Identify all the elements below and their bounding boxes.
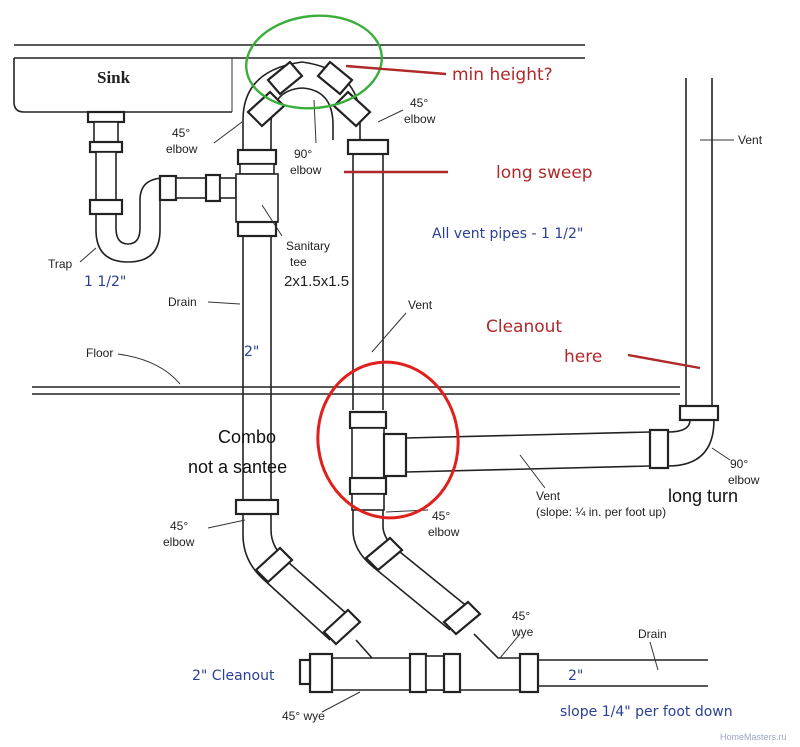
combo-note-a: Combo <box>218 427 276 447</box>
trap-label: Trap <box>48 257 73 271</box>
sink-tailpiece <box>86 110 126 201</box>
drain-upper-label: Drain <box>168 295 197 309</box>
cleanout-line <box>627 353 701 370</box>
cleanout-2in-note: 2" Cleanout <box>192 668 275 684</box>
long-sweep-note: long sweep <box>496 163 593 183</box>
wye45-right-label: 45° <box>512 609 530 623</box>
vent-slope-label: Vent <box>536 489 561 503</box>
all-vent-pipes-note: All vent pipes - 1 1/2" <box>432 226 583 242</box>
trap-size-note: 1 1/2" <box>84 274 126 290</box>
vent-slope-label-b: (slope: ¼ in. per foot up) <box>536 505 666 519</box>
elbow45-lower-left-label-b: elbow <box>163 535 195 549</box>
annotation-marks <box>245 14 701 520</box>
drain-right-label: Drain <box>638 627 667 641</box>
sink-label: Sink <box>97 68 131 87</box>
cleanout-note-b: here <box>564 347 602 367</box>
elbow45-lower-mid-label-b: elbow <box>428 525 460 539</box>
lower-left-branch <box>242 514 362 646</box>
drain-size-right-note: 2" <box>568 668 583 684</box>
green-circle <box>245 14 383 110</box>
elbow45-left-label-b: elbow <box>166 142 198 156</box>
wye45-bottom-label: 45° wye <box>282 709 325 723</box>
elbow90-top-label-b: elbow <box>290 163 322 177</box>
slope-down-note: slope 1/4" per foot down <box>560 704 733 720</box>
combo-note-b: not a santee <box>188 457 287 477</box>
min-height-line <box>345 64 447 76</box>
elbow90-top-label: 90° <box>294 147 312 161</box>
long-turn-note: long turn <box>668 486 738 506</box>
vent-right-label: Vent <box>738 133 763 147</box>
sanitary-tee-label-b: tee <box>290 255 307 269</box>
combo-fitting <box>348 410 670 511</box>
top-vent-loop <box>242 60 390 410</box>
elbow90-right-label-b: elbow <box>728 473 760 487</box>
watermark: HomeMasters.ru <box>720 732 787 742</box>
floor-line <box>32 386 680 395</box>
leader-lines <box>79 99 734 713</box>
elbow45-lower-mid-label: 45° <box>432 509 450 523</box>
red-circle <box>316 360 460 520</box>
drain-stack <box>234 148 280 516</box>
sink <box>13 44 585 113</box>
bottom-drain <box>298 633 708 694</box>
tee-size-label: 2x1.5x1.5 <box>284 273 349 290</box>
right-vent <box>667 78 720 467</box>
drain-size-note: 2" <box>244 344 259 360</box>
lower-mid-branch <box>352 510 482 636</box>
min-height-note: min height? <box>452 65 553 85</box>
vent-mid-label: Vent <box>408 298 433 312</box>
wye45-right-label-b: wye <box>511 625 534 639</box>
elbow90-right-label: 90° <box>730 457 748 471</box>
elbow45-right-label-b: elbow <box>404 112 436 126</box>
elbow45-right-label: 45° <box>410 96 428 110</box>
elbow45-left-label: 45° <box>172 126 190 140</box>
floor-label: Floor <box>86 346 113 360</box>
cleanout-note-a: Cleanout <box>486 317 562 337</box>
sanitary-tee-label: Sanitary <box>286 239 330 253</box>
p-trap <box>88 173 237 263</box>
elbow45-lower-left-label: 45° <box>170 519 188 533</box>
